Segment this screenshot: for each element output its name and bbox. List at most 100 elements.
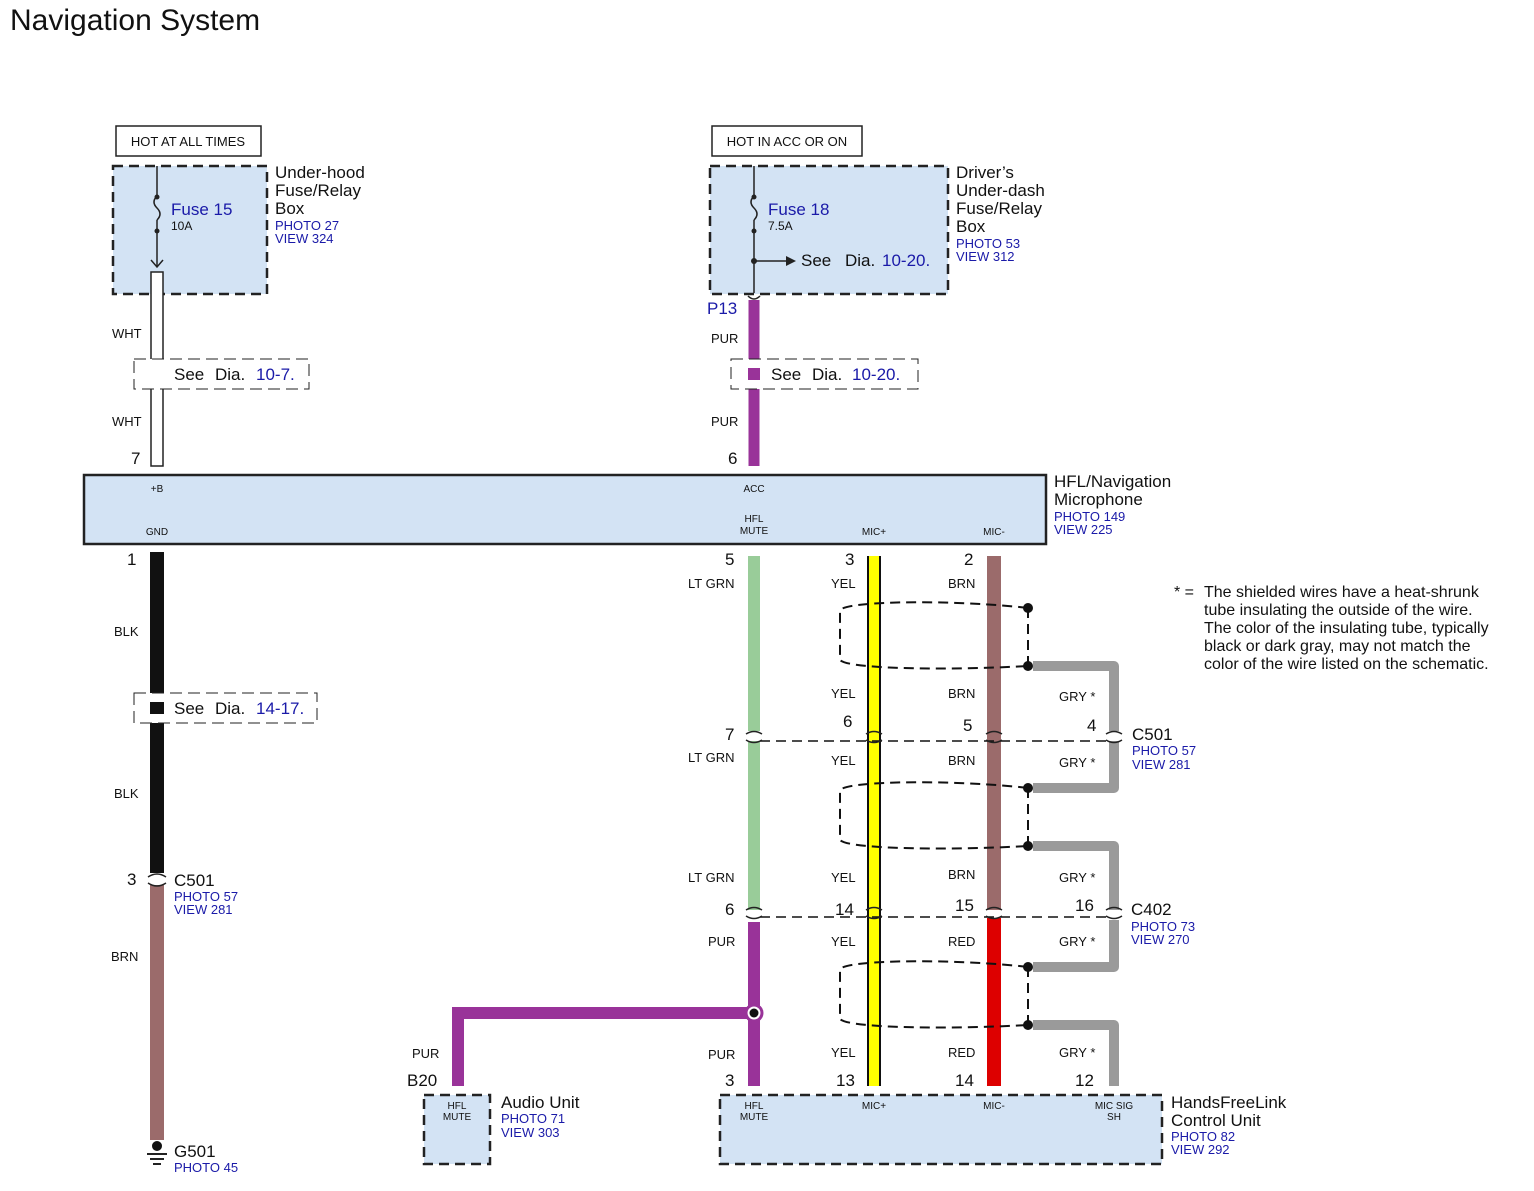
see-10-20-ref[interactable]: 10-20.	[852, 365, 900, 384]
wire-label-yel-6: YEL	[831, 1045, 856, 1060]
wire-label-ltgrn-1: LT GRN	[688, 576, 734, 591]
shield-loops	[839, 601, 1029, 1029]
audio-unit-box	[422, 1093, 492, 1166]
underhood-name-line1: Under-hood	[275, 163, 365, 182]
see-dia-14-17-box	[133, 692, 318, 724]
wire-label-brn-r1: BRN	[948, 576, 975, 591]
audio-unit-photo[interactable]: PHOTO 71	[501, 1111, 565, 1126]
fuse15-name: Fuse 15	[171, 200, 232, 219]
fuse18-name: Fuse 18	[768, 200, 829, 219]
wire-label-gry-5: GRY *	[1059, 1045, 1095, 1060]
underhood-view[interactable]: VIEW 324	[275, 231, 334, 246]
fuse15-node-top	[154, 194, 160, 200]
see-14-17-see: See	[174, 699, 204, 718]
fuse18-amps: 7.5A	[768, 219, 793, 233]
wire-label-wht-2: WHT	[112, 414, 142, 429]
see-14-17-dia: Dia.	[215, 699, 245, 718]
chevron-down-icon	[150, 259, 164, 269]
hf-unit-name-line2: Control Unit	[1171, 1111, 1261, 1130]
pin-c501-4: 4	[1087, 716, 1096, 735]
wire-label-brn-left: BRN	[111, 949, 138, 964]
fuse18-node-top	[751, 194, 757, 200]
wire-label-yel-2: YEL	[831, 686, 856, 701]
wire-gry-4	[1033, 920, 1119, 972]
footnote-line-2: tube insulating the outside of the wire.	[1204, 602, 1473, 619]
ground-name: G501	[174, 1142, 216, 1161]
underdash-name-line1: Driver’s	[956, 163, 1014, 182]
pin-c501-7: 7	[725, 725, 734, 744]
pin-7-top: 7	[131, 449, 140, 468]
see-10-7-ref[interactable]: 10-7.	[256, 365, 295, 384]
wire-label-pur-4: PUR	[708, 1047, 735, 1062]
audio-pin-hfl: HFL	[448, 1101, 467, 1112]
shield-nodes	[1023, 603, 1033, 1030]
wire-label-gry-4: GRY *	[1059, 934, 1095, 949]
microphone-name-line2: Microphone	[1054, 490, 1143, 509]
ground-photo[interactable]: PHOTO 45	[174, 1160, 238, 1175]
pin-5: 5	[725, 550, 734, 569]
microphone-view[interactable]: VIEW 225	[1054, 522, 1113, 537]
underdash-fuse-box	[708, 164, 950, 296]
hf-pin-mic-sig: MIC SIG	[1095, 1101, 1134, 1112]
c501-left-photo[interactable]: PHOTO 57	[174, 889, 238, 904]
underdash-see-ref[interactable]: 10-20.	[882, 251, 930, 270]
hf-pin-hfl: HFL	[745, 1101, 764, 1112]
c501-right-name: C501	[1132, 725, 1173, 744]
wire-label-gry-1: GRY *	[1059, 689, 1095, 704]
microphone-name-line1: HFL/Navigation	[1054, 472, 1171, 491]
hot-in-acc-label-box	[711, 125, 863, 157]
c501-left-view[interactable]: VIEW 281	[174, 902, 233, 917]
underdash-name-line3: Fuse/Relay	[956, 199, 1042, 218]
footnote-line-3: The color of the insulating tube, typica…	[1204, 620, 1489, 637]
mic-pin-b: +B	[151, 484, 164, 495]
connector-icon	[147, 873, 167, 887]
c501-left-name: C501	[174, 871, 215, 890]
splice-node	[749, 1008, 759, 1018]
pin-1: 1	[127, 550, 136, 569]
underhood-name-line2: Fuse/Relay	[275, 181, 361, 200]
audio-unit-view[interactable]: VIEW 303	[501, 1125, 560, 1140]
page-title: Navigation System	[10, 4, 260, 37]
connector-icons-c501	[745, 730, 1123, 744]
pin-c402-16: 16	[1075, 896, 1094, 915]
microphone-photo[interactable]: PHOTO 149	[1054, 509, 1125, 524]
pin-left-c501-3: 3	[127, 870, 136, 889]
c501-right-photo[interactable]: PHOTO 57	[1132, 743, 1196, 758]
see-14-17-ref[interactable]: 14-17.	[256, 699, 304, 718]
mic-pin-mic-plus: MIC+	[862, 527, 886, 538]
wire-pur-branch	[452, 1007, 754, 1086]
wire-label-red-1: RED	[948, 934, 975, 949]
wire-label-yel-4: YEL	[831, 870, 856, 885]
pin-c501-6: 6	[843, 712, 852, 731]
underdash-name-line4: Box	[956, 217, 986, 236]
wire-label-brn-r4: BRN	[948, 867, 975, 882]
wire-label-yel-3: YEL	[831, 753, 856, 768]
underdash-view[interactable]: VIEW 312	[956, 249, 1015, 264]
shield-loop-1	[839, 601, 1029, 670]
wire-label-pur-audio: PUR	[412, 1046, 439, 1061]
c402-view[interactable]: VIEW 270	[1131, 932, 1190, 947]
hf-pin-sh: SH	[1107, 1112, 1121, 1123]
wire-label-ltgrn-3: LT GRN	[688, 870, 734, 885]
c501-right-view[interactable]: VIEW 281	[1132, 757, 1191, 772]
hf-unit-view[interactable]: VIEW 292	[1171, 1142, 1230, 1157]
ground-node	[152, 1141, 162, 1151]
wire-label-gry-2: GRY *	[1059, 755, 1095, 770]
hf-unit-photo[interactable]: PHOTO 82	[1171, 1129, 1235, 1144]
underdash-see: See	[801, 251, 831, 270]
wire-label-gry-3: GRY *	[1059, 870, 1095, 885]
connector-mark	[747, 295, 761, 300]
wire-label-blk-2: BLK	[114, 786, 139, 801]
audio-unit-name: Audio Unit	[501, 1093, 580, 1112]
footnote-line-5: color of the wire listed on the schemati…	[1204, 656, 1489, 673]
wire-gry	[1033, 661, 1119, 1086]
hot-at-all-times-label-box	[115, 125, 262, 157]
underhood-photo[interactable]: PHOTO 27	[275, 218, 339, 233]
c402-photo[interactable]: PHOTO 73	[1131, 919, 1195, 934]
pin-hf-12: 12	[1075, 1071, 1094, 1090]
mic-pin-mic-minus: MIC-	[983, 527, 1005, 538]
fuse15-amps: 10A	[171, 219, 192, 233]
pin-c501-5: 5	[963, 716, 972, 735]
pin-c402-14: 14	[835, 900, 854, 919]
underdash-photo[interactable]: PHOTO 53	[956, 236, 1020, 251]
